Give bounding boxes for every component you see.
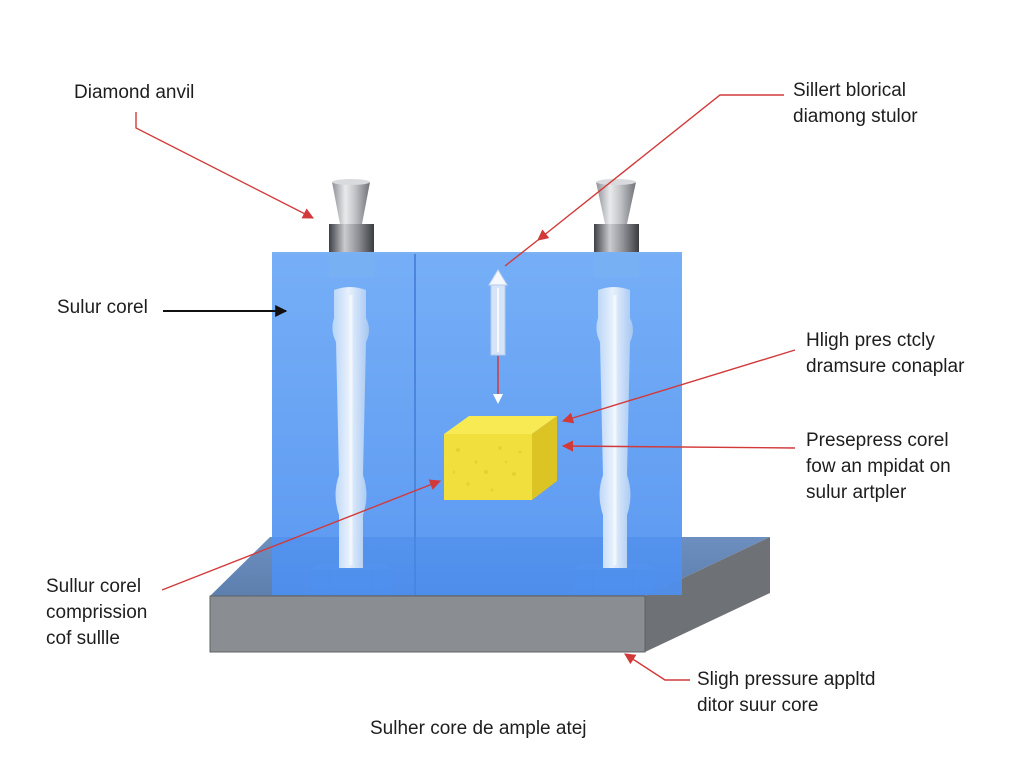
base-front-face: [209, 595, 646, 653]
leader-presepress: [561, 440, 796, 452]
leader-stylus-tip: [504, 239, 539, 267]
cube-front: [444, 434, 532, 500]
left-anvil: [329, 179, 374, 278]
right-anvil-cone: [596, 182, 636, 224]
label-presepress: Presepress corel fow an mpidat on sulur …: [806, 430, 951, 503]
label-high-pressure: Hligh pres ctcly dramsure conaplar: [806, 330, 965, 377]
diagram-caption: Sulher core de ample atej: [370, 718, 587, 739]
leader-high-pressure: [561, 349, 796, 424]
label-diamond-anvil: Diamond anvil: [74, 82, 195, 103]
cube-top: [444, 416, 557, 434]
right-support-rod: [596, 287, 633, 568]
label-slight-pressure: Sligh pressure appltd ditor suur core: [697, 669, 876, 716]
label-silent-stylus: Sillert blorical diamong stulor: [793, 80, 918, 127]
sulfur-sample-cube: [444, 416, 557, 500]
leader-silent-stylus: [537, 94, 784, 241]
leader-compression: [161, 479, 442, 591]
leader-slight-pressure: [624, 653, 690, 681]
left-anvil-collar: [329, 224, 374, 252]
cube-right: [532, 416, 557, 500]
left-support-rod: [332, 287, 369, 568]
diamond-stylus: [488, 269, 508, 404]
base-right-face: [645, 537, 770, 652]
left-anvil-cone: [332, 182, 370, 224]
label-compression: Sullur corel comprission cof sullle: [46, 576, 148, 649]
leader-diamond-anvil: [135, 112, 314, 219]
label-sulfur-core: Sulur corel: [57, 297, 148, 318]
right-anvil-collar: [594, 224, 639, 252]
leader-lines: [135, 94, 796, 681]
right-anvil: [594, 179, 639, 278]
